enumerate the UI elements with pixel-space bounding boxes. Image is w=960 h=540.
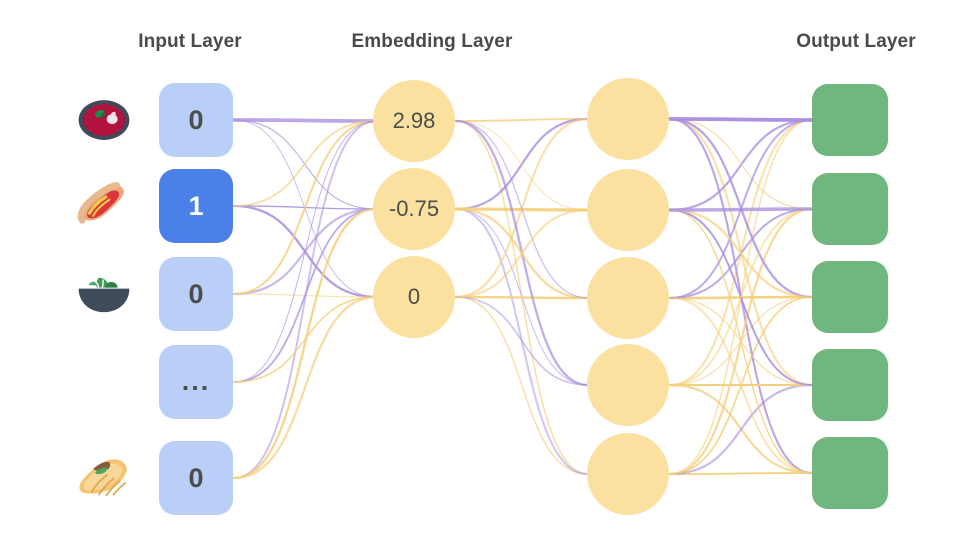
edge-embedding-hidden: [454, 207, 590, 300]
edge-hidden-output: [668, 118, 814, 212]
output-node-5[interactable]: [812, 437, 888, 509]
input-node-4[interactable]: ...: [159, 345, 233, 419]
stew-bowl-icon: [75, 91, 133, 149]
edge-hidden-output: [668, 118, 814, 300]
edge-hidden-output: [668, 117, 814, 122]
edge-hidden-output: [669, 208, 813, 386]
edge-embedding-hidden: [455, 118, 589, 122]
edge-hidden-output: [669, 209, 813, 386]
input-node-value: ...: [181, 366, 211, 397]
edge-input-embedding: [233, 120, 377, 295]
edge-embedding-hidden: [454, 208, 590, 299]
hot-dog-icon: [75, 177, 133, 235]
embedding-node-value: 0: [407, 284, 421, 309]
layer-title-output-layer: Output Layer: [796, 31, 916, 52]
edge-input-embedding: [233, 120, 377, 479]
input-node-value: 0: [188, 462, 204, 493]
edge-hidden-output: [668, 117, 814, 475]
input-node-5[interactable]: 0: [159, 441, 233, 515]
edge-input-embedding: [233, 293, 377, 298]
edge-hidden-output: [669, 296, 813, 386]
hidden-node-1[interactable]: [587, 78, 669, 160]
edge-hidden-output: [669, 297, 813, 386]
edge-hidden-output: [668, 117, 814, 299]
input-node-2[interactable]: 1: [159, 169, 233, 243]
layer-title-input-layer: Input Layer: [138, 31, 242, 52]
edge-hidden-output: [668, 118, 814, 387]
hidden-node-2[interactable]: [587, 169, 669, 251]
edge-hidden-output: [669, 209, 813, 474]
edge-hidden-output: [668, 295, 814, 300]
hidden-node-5[interactable]: [587, 433, 669, 515]
embedding-node-value: 2.98: [392, 108, 436, 133]
salad-bowl-icon: [75, 265, 133, 323]
layer-title-embedding-layer: Embedding Layer: [351, 31, 513, 52]
edge-input-embedding: [232, 204, 378, 299]
edge-embedding-hidden: [455, 296, 589, 475]
edge-input-embedding: [232, 118, 378, 123]
edge-embedding-hidden: [454, 117, 590, 211]
edge-input-embedding: [233, 205, 377, 210]
edge-input-embedding: [232, 207, 378, 296]
edge-hidden-output: [668, 207, 814, 300]
edge-input-embedding: [233, 119, 377, 210]
edge-embedding-hidden: [455, 296, 589, 386]
edge-hidden-output: [669, 472, 813, 475]
edge-embedding-hidden: [454, 207, 590, 476]
edge-hidden-output: [668, 207, 814, 212]
output-node-3[interactable]: [812, 261, 888, 333]
hidden-node-3[interactable]: [587, 257, 669, 339]
edge-hidden-output: [669, 118, 813, 210]
edge-embedding-hidden: [454, 207, 590, 212]
edge-input-embedding: [233, 120, 377, 383]
edge-input-embedding: [233, 208, 377, 383]
embedding-node-value: -0.75: [388, 196, 440, 221]
burrito-icon: [75, 449, 133, 507]
edge-embedding-hidden: [454, 295, 590, 300]
edge-hidden-output: [668, 207, 814, 476]
edge-hidden-output: [669, 119, 813, 475]
edge-hidden-output: [668, 208, 814, 299]
edge-embedding-hidden: [455, 120, 589, 475]
edge-input-embedding: [233, 120, 377, 207]
edge-embedding-hidden: [455, 208, 589, 386]
embedding-node-2[interactable]: -0.75: [373, 168, 455, 250]
input-node-value: 1: [188, 190, 204, 221]
edge-input-embedding: [232, 207, 378, 480]
hidden-node-4[interactable]: [587, 344, 669, 426]
edge-input-embedding: [232, 295, 378, 480]
embedding-node-3[interactable]: 0: [373, 256, 455, 338]
edge-embedding-hidden: [455, 120, 589, 211]
input-node-value: 0: [188, 278, 204, 309]
input-node-value: 0: [188, 104, 204, 135]
edge-hidden-output: [668, 296, 814, 475]
embedding-node-1[interactable]: 2.98: [373, 80, 455, 162]
edge-hidden-output: [668, 383, 814, 475]
input-node-3[interactable]: 0: [159, 257, 233, 331]
edge-embedding-hidden: [454, 119, 590, 387]
edge-embedding-hidden: [454, 117, 590, 299]
output-node-1[interactable]: [812, 84, 888, 156]
edge-hidden-output: [668, 117, 814, 387]
edge-input-embedding: [233, 119, 377, 298]
output-node-4[interactable]: [812, 349, 888, 421]
edge-embedding-hidden: [455, 120, 589, 299]
edge-hidden-output: [669, 296, 813, 475]
input-node-1[interactable]: 0: [159, 83, 233, 157]
edge-hidden-output: [668, 383, 814, 476]
output-node-2[interactable]: [812, 173, 888, 245]
edge-input-embedding: [233, 296, 377, 383]
